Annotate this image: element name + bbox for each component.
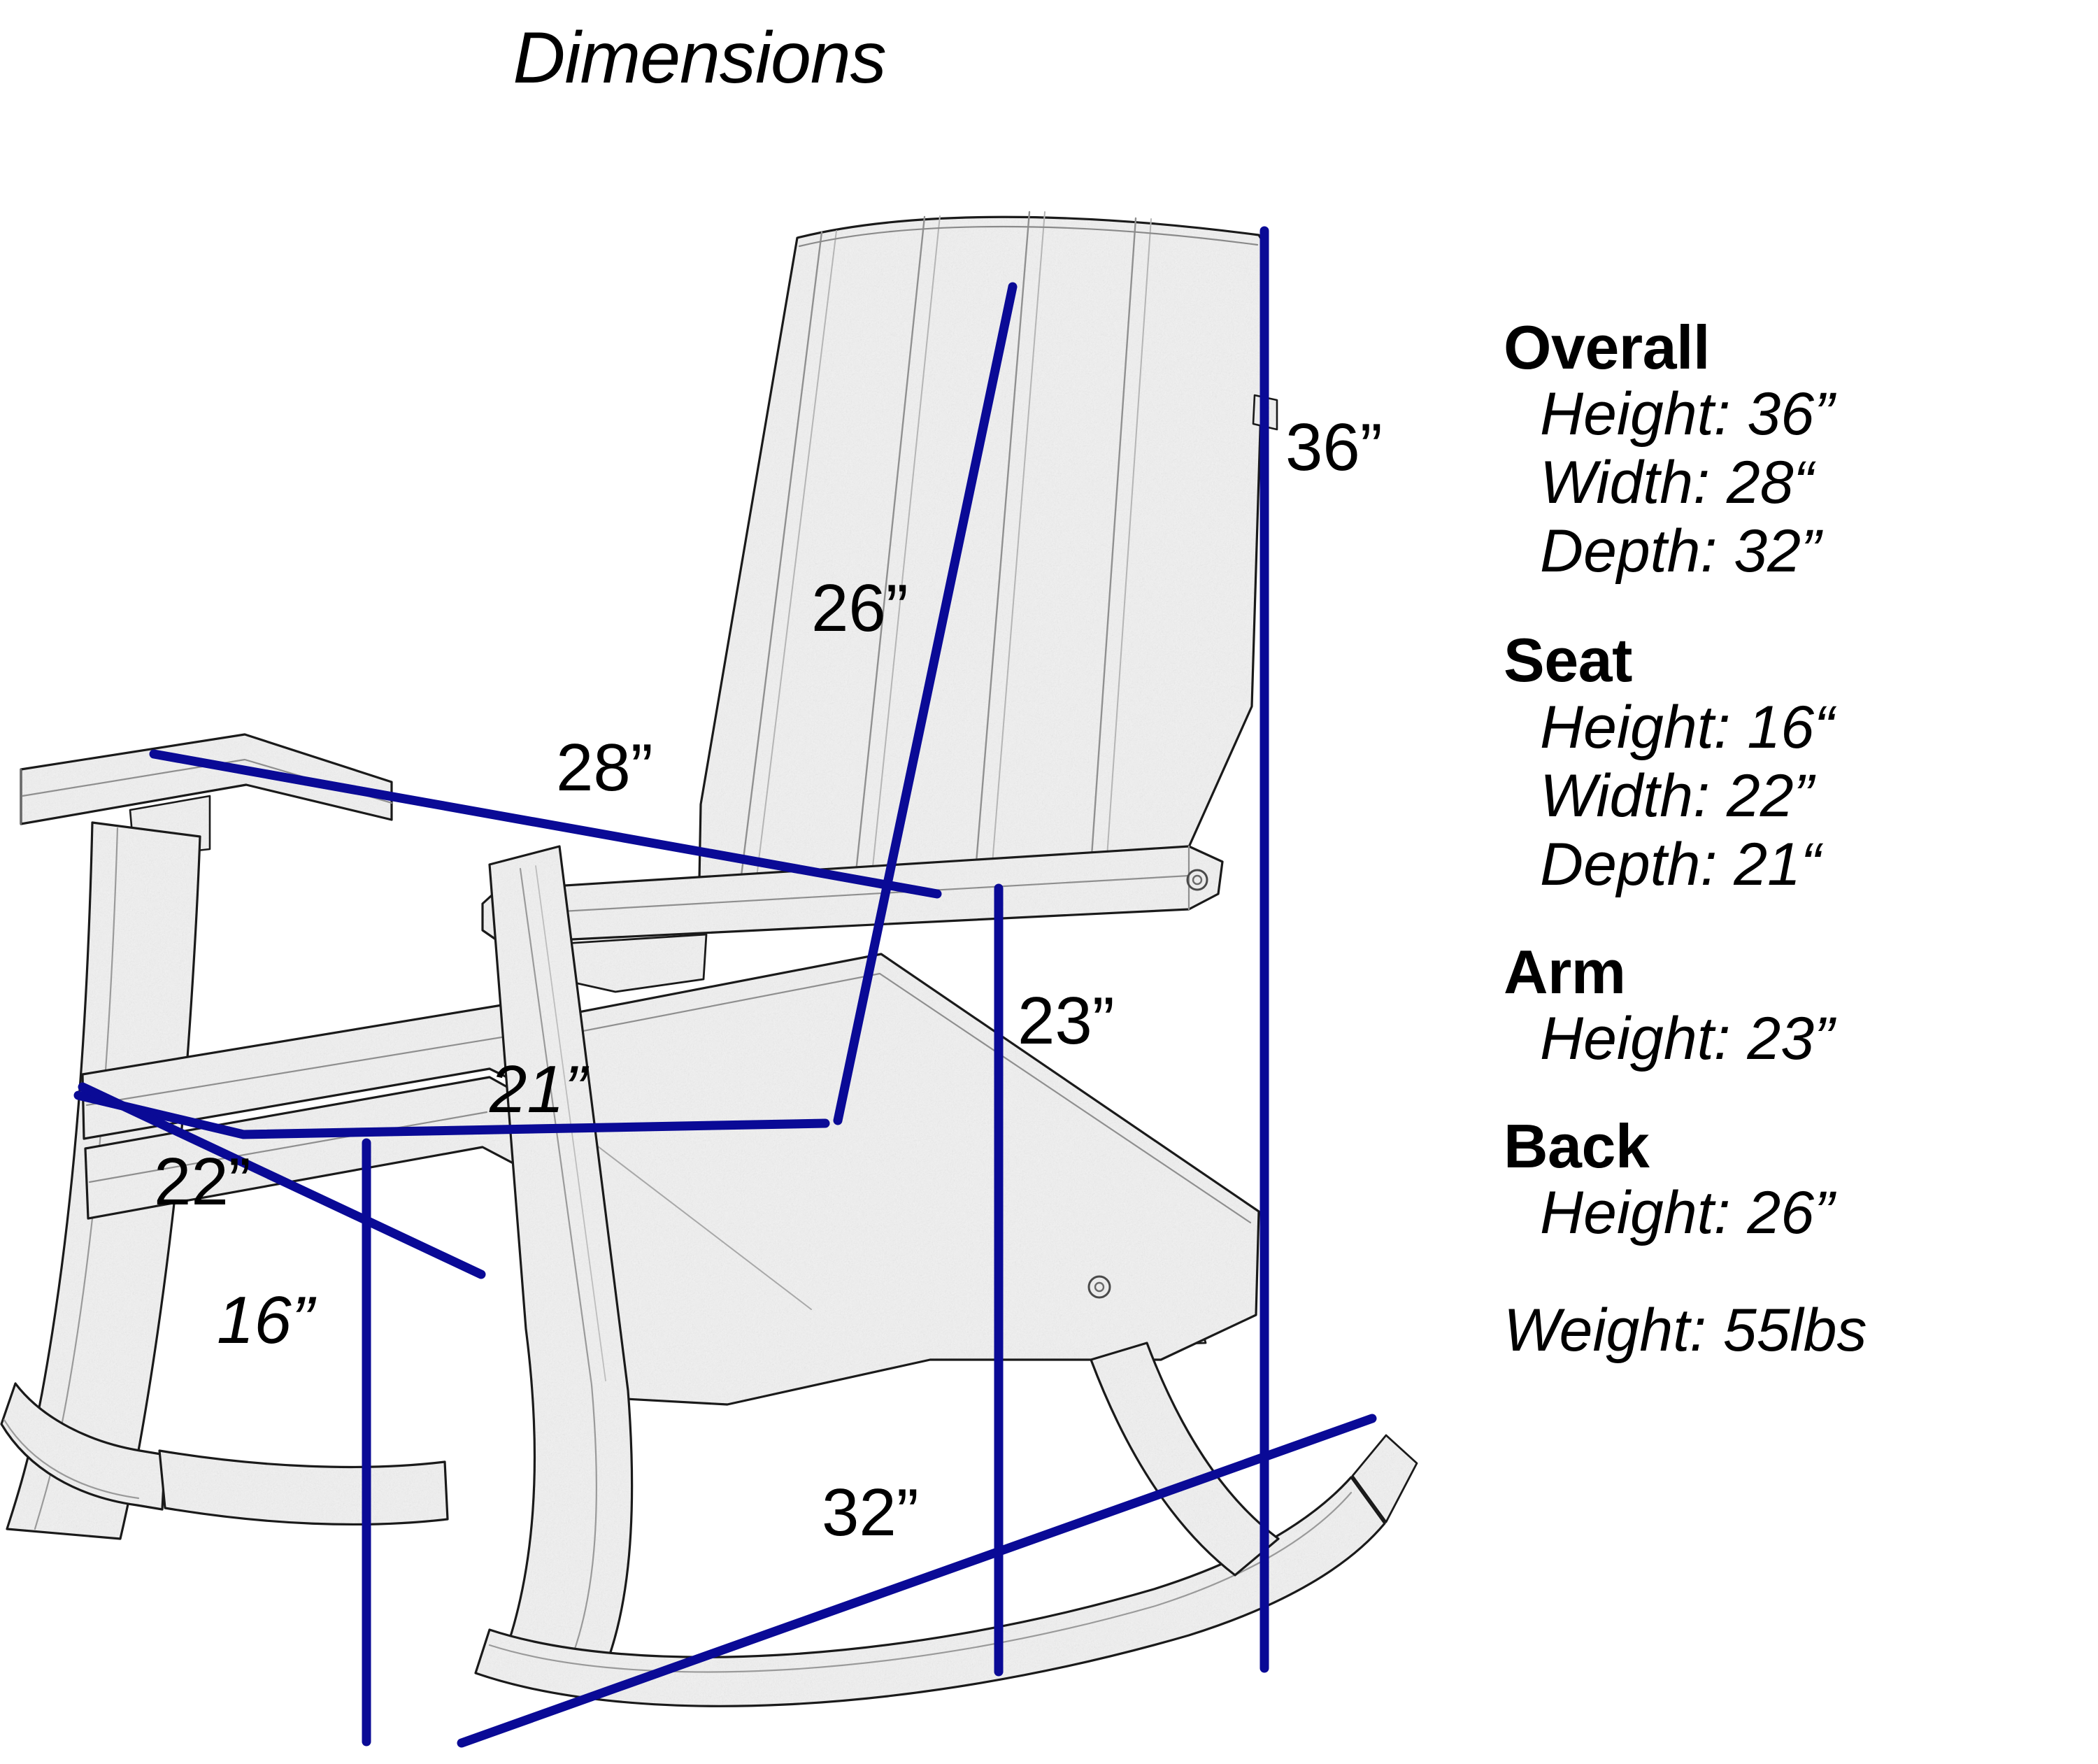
- spec-heading-seat: Seat: [1504, 625, 1632, 695]
- dimension-label-back-height: 26”: [811, 571, 908, 646]
- backrest: [698, 211, 1278, 911]
- spec-overall-height: Height: 36”: [1540, 380, 1834, 448]
- dimension-label-arm-height: 23”: [1018, 983, 1115, 1058]
- spec-heading-overall: Overall: [1504, 313, 1710, 382]
- spec-seat-height: Height: 16“: [1540, 693, 1834, 761]
- spec-overall-depth: Depth: 32”: [1540, 518, 1821, 585]
- brace-left: [158, 1449, 449, 1526]
- spec-heading-back: Back: [1504, 1111, 1650, 1181]
- chair-geometry: [0, 211, 1418, 1707]
- spec-group-overall: Overall Height: 36” Width: 28“ Depth: 32…: [1504, 315, 2077, 585]
- specifications-panel: Overall Height: 36” Width: 28“ Depth: 32…: [1504, 315, 2077, 1365]
- dimension-label-seat-height: 16”: [217, 1283, 314, 1358]
- spec-heading-arm: Arm: [1504, 937, 1626, 1007]
- dimension-label-overall-width: 28”: [556, 730, 653, 805]
- arm-left: [20, 733, 393, 859]
- dim-line-seat-width: [78, 1082, 486, 1279]
- seat-platform: [530, 953, 1260, 1406]
- spec-seat-depth: Depth: 21“: [1540, 830, 1821, 898]
- spec-group-seat: Seat Height: 16“ Width: 22” Depth: 21“: [1504, 627, 2077, 898]
- dimension-lines: [73, 226, 1377, 1748]
- spec-group-arm: Arm Height: 23”: [1504, 939, 2077, 1073]
- spec-seat-width: Width: 22”: [1540, 762, 1814, 830]
- rocker-center: [474, 1434, 1418, 1707]
- dimension-label-overall-height: 36”: [1285, 410, 1383, 485]
- dimension-label-seat-depth: 21”: [490, 1052, 587, 1127]
- dim-line-back-height: [833, 282, 1018, 1125]
- spec-back-height: Height: 26”: [1540, 1179, 1834, 1247]
- chair-technical-drawing: [0, 211, 1418, 1748]
- dim-line-overall-width: [149, 749, 942, 899]
- spec-arm-height: Height: 23”: [1540, 1004, 1834, 1072]
- page-title: Dimensions: [513, 17, 886, 99]
- spec-overall-width: Width: 28“: [1540, 449, 1814, 517]
- spec-group-back: Back Height: 26”: [1504, 1114, 2077, 1247]
- leg-rear: [1090, 1342, 1280, 1577]
- arm-right: [481, 845, 1224, 993]
- dim-line-overall-depth: [457, 1414, 1377, 1748]
- dimension-label-seat-width: 22”: [154, 1144, 251, 1219]
- spec-weight: Weight: 55lbs: [1504, 1297, 1867, 1365]
- dimension-label-overall-depth: 32”: [822, 1475, 919, 1550]
